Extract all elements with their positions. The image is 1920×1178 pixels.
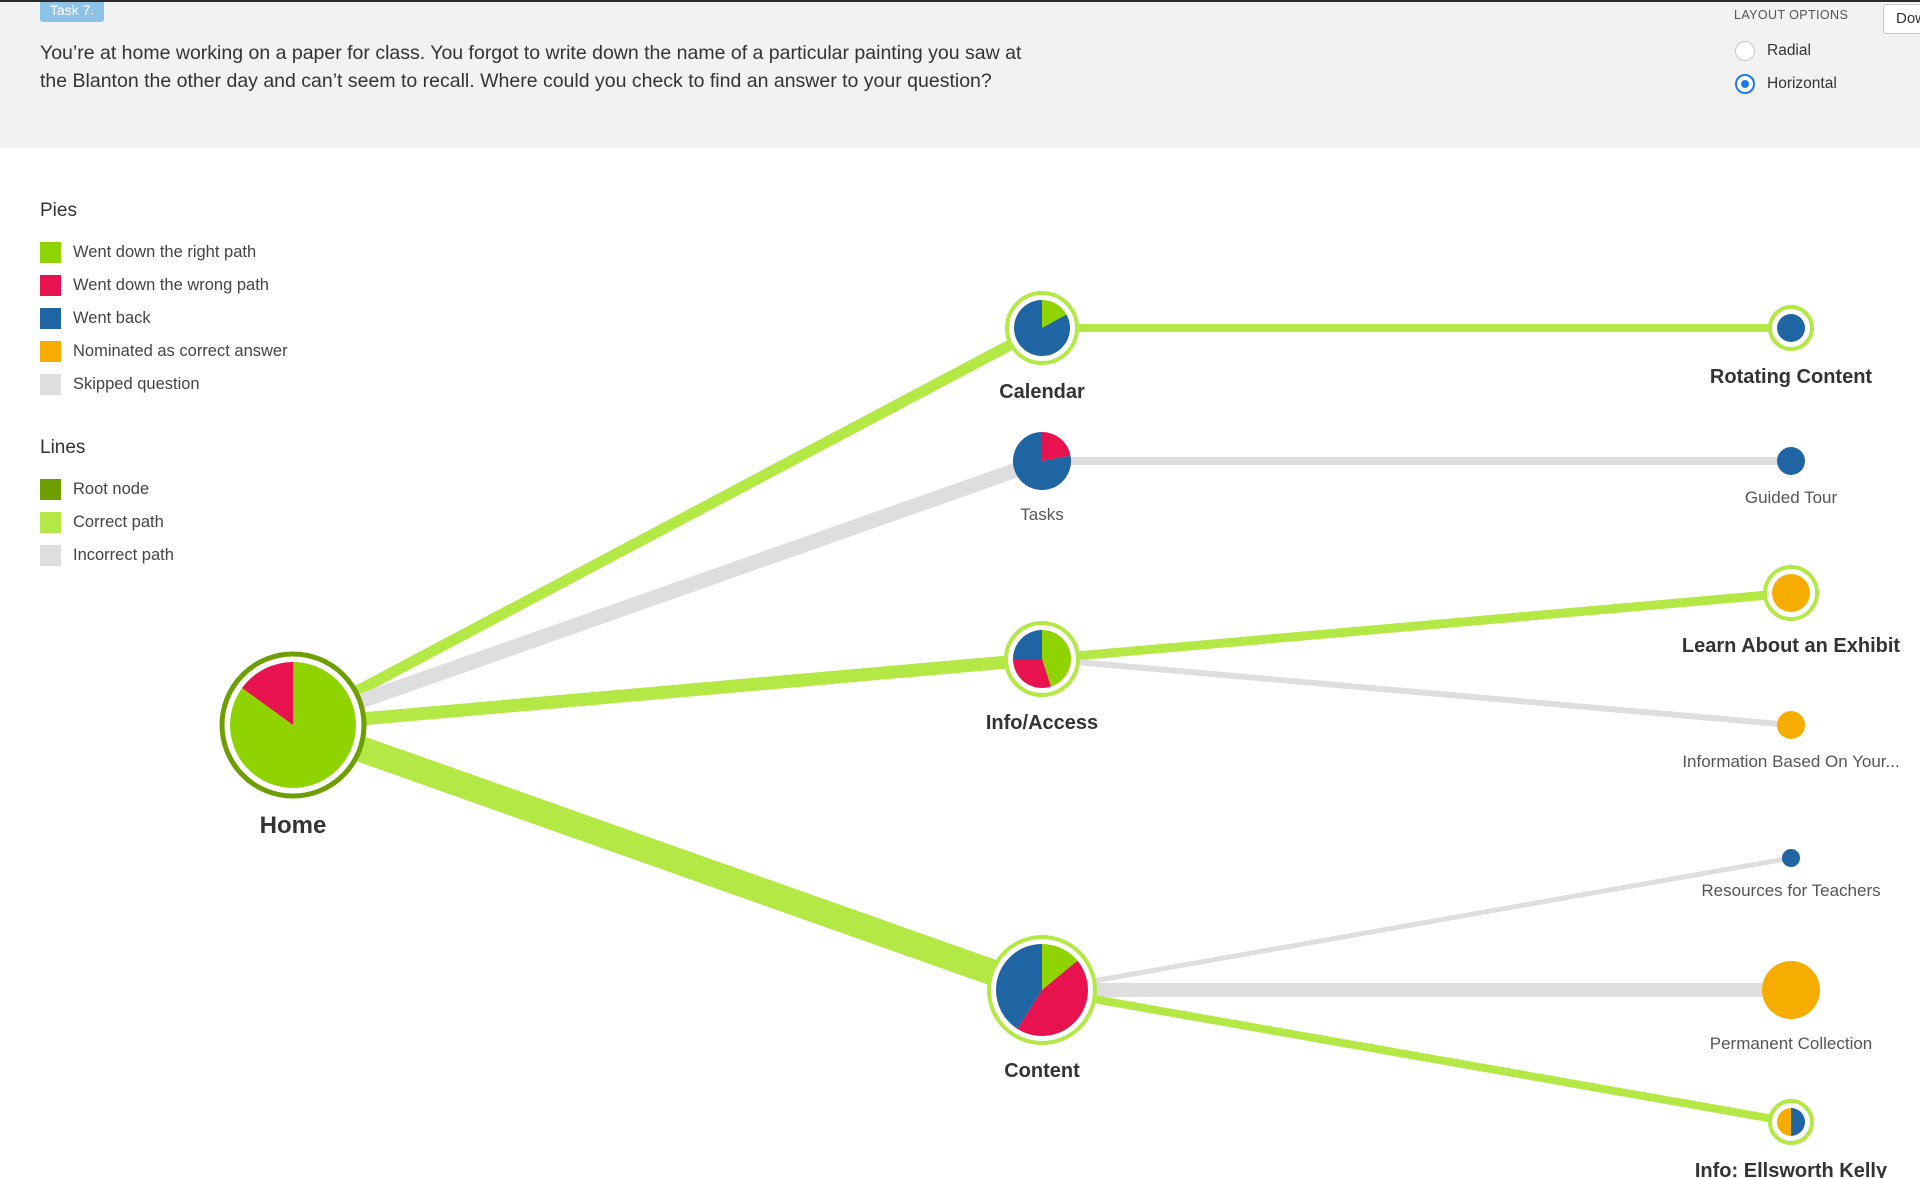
legend-item-incorrect-path: Incorrect path (40, 545, 174, 566)
pie-slice-right (1042, 300, 1067, 328)
tree-node-calendar[interactable]: Calendar (999, 291, 1085, 403)
tree-node-ellsworth[interactable]: Info: Ellsworth Kelly (1695, 1099, 1888, 1178)
pie-slice-right (1042, 630, 1071, 687)
tree-node-learn[interactable]: Learn About an Exhibit (1682, 565, 1900, 657)
legend-item-went-back: Went back (40, 308, 151, 329)
task-badge: Task 7. (40, 2, 105, 22)
node-label-content: Content (1004, 1060, 1080, 1082)
link-home-to-content (288, 712, 1047, 1003)
legend-item-skipped: Skipped question (40, 374, 200, 395)
correct-path-swatch (40, 512, 61, 533)
tree-node-permanent[interactable]: Permanent Collection (1710, 961, 1873, 1053)
pie-slice-nominated (1777, 1108, 1791, 1136)
node-label-calendar: Calendar (999, 381, 1085, 403)
pie-slice-back (1777, 314, 1805, 342)
layout-option-radial[interactable]: Radial (1735, 41, 1811, 61)
pie-slice-nominated (1777, 711, 1805, 739)
link-home-to-info_access (292, 652, 1043, 732)
pie-slice-nominated (1762, 961, 1820, 1019)
right-path-swatch (40, 242, 61, 263)
layout-options-title: LAYOUT OPTIONS (1734, 8, 1849, 22)
tree-node-teachers[interactable]: Resources for Teachers (1701, 849, 1881, 900)
link-info_access-to-learn (1041, 588, 1792, 664)
pie-slice-back (1013, 432, 1071, 491)
tree-node-home[interactable]: Home (219, 651, 367, 839)
tree-node-infobased[interactable]: Information Based On Your... (1682, 711, 1900, 771)
tree-node-rotating[interactable]: Rotating Content (1710, 305, 1873, 388)
node-label-teachers: Resources for Teachers (1701, 881, 1880, 900)
went-back-swatch (40, 308, 61, 329)
node-label-ellsworth: Info: Ellsworth Kelly (1695, 1160, 1888, 1178)
legend-item-wrong-path: Went down the wrong path (40, 275, 269, 296)
legend-label: Correct path (73, 513, 164, 531)
node-label-permanent: Permanent Collection (1710, 1034, 1873, 1053)
pie-slice-right (1042, 944, 1078, 990)
legend-label: Went down the right path (73, 243, 257, 261)
pie-slice-right (229, 662, 356, 788)
node-label-info_access: Info/Access (986, 712, 1098, 734)
legend-label: Root node (73, 480, 150, 498)
node-label-tasks: Tasks (1020, 505, 1063, 524)
wrong-path-swatch (40, 275, 61, 296)
tree-node-info_access[interactable]: Info/Access (986, 621, 1098, 734)
node-label-learn: Learn About an Exhibit (1682, 635, 1900, 657)
legend-item-correct-path: Correct path (40, 512, 164, 533)
pie-slice-nominated (1772, 574, 1810, 612)
node-label-guided: Guided Tour (1745, 488, 1838, 507)
pie-slice-back (1013, 630, 1042, 659)
radial-label: Radial (1767, 42, 1811, 59)
incorrect-path-swatch (40, 545, 61, 566)
lines-legend: Lines Root node Correct path Incorrect p… (40, 437, 174, 566)
tree-node-content[interactable]: Content (987, 935, 1097, 1082)
horizontal-radio-button[interactable] (1735, 74, 1755, 94)
node-label-rotating: Rotating Content (1710, 366, 1873, 388)
pie-slice-back (1791, 1108, 1805, 1136)
legend-label: Nominated as correct answer (73, 342, 288, 360)
nominated-swatch (40, 341, 61, 362)
legend-item-root-node: Root node (40, 479, 149, 500)
link-info_access-to-infobased (1041, 656, 1792, 728)
root-node-swatch (40, 479, 61, 500)
pies-legend-title: Pies (40, 200, 77, 221)
horizontal-label: Horizontal (1767, 75, 1837, 92)
legend-item-nominated: Nominated as correct answer (40, 341, 288, 362)
link-content-to-teachers (1041, 855, 1792, 993)
pie-slice-wrong (242, 662, 293, 725)
tree-links (288, 323, 1792, 1126)
legend-label: Went back (73, 309, 151, 327)
legend-label: Skipped question (73, 375, 200, 393)
pie-slice-wrong (1042, 432, 1071, 461)
node-label-infobased: Information Based On Your... (1682, 752, 1899, 771)
tree-node-guided[interactable]: Guided Tour (1745, 447, 1838, 507)
legend-label: Went down the wrong path (73, 276, 269, 294)
layout-option-horizontal[interactable]: Horizontal (1735, 74, 1837, 94)
node-label-home: Home (260, 812, 327, 839)
task-header: Task 7. You’re at home working on a pape… (0, 0, 1920, 148)
link-home-to-calendar (290, 323, 1045, 730)
link-content-to-ellsworth (1041, 986, 1792, 1126)
radial-radio-button[interactable] (1735, 41, 1755, 61)
skipped-swatch (40, 374, 61, 395)
pies-legend: Pies Went down the right path Went down … (40, 200, 288, 395)
pie-slice-back (1777, 447, 1805, 475)
link-home-to-tasks (290, 453, 1045, 733)
pie-slice-back (1782, 849, 1800, 867)
pie-slice-back (1014, 300, 1071, 356)
task-question: You’re at home working on a paper for cl… (40, 42, 1022, 92)
pie-slice-wrong (1013, 659, 1051, 688)
layout-options: LAYOUT OPTIONS Radial Horizontal (1733, 8, 1883, 94)
pie-slice-wrong (1017, 960, 1088, 1036)
legend-item-right-path: Went down the right path (40, 242, 256, 263)
lines-legend-title: Lines (40, 437, 86, 458)
tree-node-tasks[interactable]: Tasks (1013, 432, 1071, 524)
legend-label: Incorrect path (73, 546, 174, 564)
download-button[interactable]: Dow (1883, 4, 1920, 34)
pie-slice-back (996, 944, 1042, 1029)
